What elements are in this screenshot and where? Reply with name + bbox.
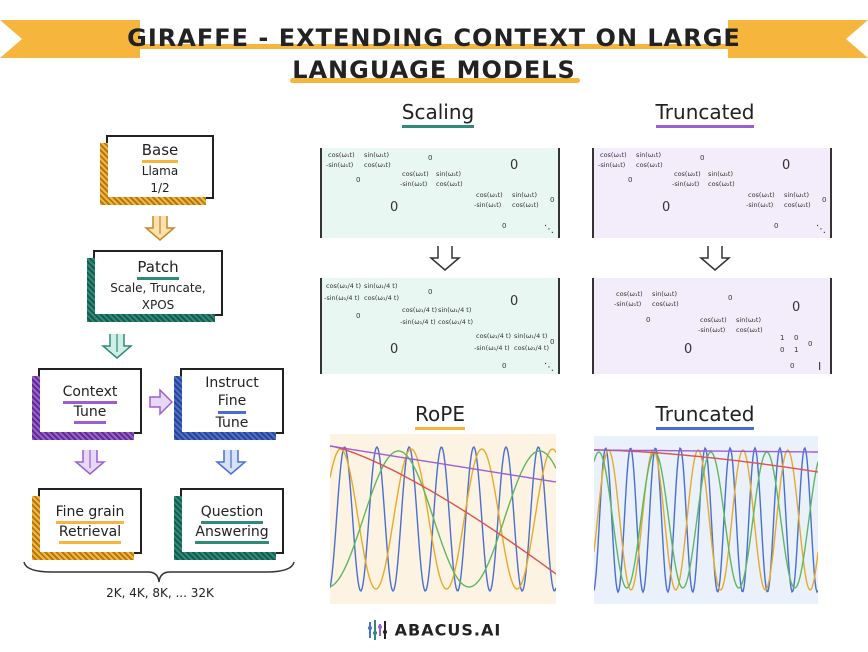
truncated-wave-panel — [593, 436, 819, 604]
instruct-line1: Instruct — [205, 375, 259, 391]
context-tune-line1: Context — [62, 384, 118, 404]
left-ribbon — [0, 20, 140, 58]
patch-sub1: Scale, Truncate, — [110, 281, 206, 295]
arrow-down-icon — [73, 450, 107, 475]
wave-curve-4 — [329, 445, 557, 575]
wave-curve-4 — [594, 449, 819, 473]
title-highlight-1 — [136, 44, 732, 49]
patch-box: Patch Scale, Truncate, XPOS — [87, 250, 223, 322]
base-title: Base — [141, 141, 179, 163]
page-title-line1: GIRAFFE - EXTENDING CONTEXT ON LARGE — [127, 24, 741, 52]
wave-curve-1 — [329, 445, 557, 593]
fine-grain-line2: Retrieval — [58, 524, 122, 544]
qa-line2: Answering — [195, 524, 269, 544]
right-ribbon — [728, 20, 868, 58]
context-tune-box: Context Tune — [32, 368, 142, 440]
truncated-bottom-title: Truncated — [640, 402, 770, 430]
context-tune-line2: Tune — [73, 404, 107, 424]
wave-curve-2 — [329, 448, 557, 590]
rope-title: RoPE — [390, 402, 490, 430]
curly-brace — [23, 561, 295, 583]
wave-curve-3 — [329, 450, 557, 588]
wave-curve-1 — [593, 446, 819, 594]
scaling-matrix-bottom: cos(ω₁/4 t) sin(ω₁/4 t) -sin(ω₁/4 t) cos… — [320, 278, 560, 374]
base-sub2: 1/2 — [150, 181, 170, 195]
arrow-down-icon — [428, 246, 462, 271]
context-lengths-label: 2K, 4K, 8K, ... 32K — [106, 586, 214, 600]
title-highlight-2 — [290, 78, 580, 83]
scaling-title: Scaling — [388, 100, 488, 128]
rope-wave-plot — [329, 445, 557, 593]
patch-title: Patch — [137, 258, 179, 280]
truncated-top-title: Truncated — [640, 100, 770, 128]
arrow-down-icon — [100, 334, 134, 359]
brand-footer: ABACUS.AI — [0, 618, 868, 642]
truncated-matrix-top: cos(ω₁t) sin(ω₁t) -sin(ω₁t) cos(ω₁t) 0 0… — [592, 148, 832, 238]
base-box: Base Llama 1/2 — [100, 135, 214, 205]
page-title-line2: LANGUAGE MODELS — [292, 56, 576, 84]
instruct-line2: Fine — [217, 392, 247, 414]
truncated-wave-plot — [593, 446, 819, 594]
scaling-matrix-top: cos(ω₁t) sin(ω₁t) -sin(ω₁t) cos(ω₁t) 0 0… — [320, 148, 560, 238]
qa-line1: Question — [200, 504, 264, 524]
arrow-down-icon — [214, 450, 248, 475]
rope-wave-panel — [329, 434, 557, 604]
arrow-down-icon — [143, 216, 177, 241]
wave-curve-3 — [593, 451, 819, 589]
abacus-logo-icon — [367, 620, 387, 640]
wave-curve-5 — [329, 445, 557, 483]
wave-curve-2 — [593, 449, 819, 591]
patch-sub2: XPOS — [141, 298, 175, 312]
fine-grain-box: Fine grain Retrieval — [32, 488, 142, 560]
base-sub1: Llama — [141, 164, 179, 178]
truncated-matrix-bottom: cos(ω₁t) sin(ω₁t) -sin(ω₁t) cos(ω₁t) 0 0… — [592, 278, 832, 374]
instruct-tune-box: Instruct Fine Tune — [174, 368, 284, 440]
fine-grain-line1: Fine grain — [55, 504, 125, 524]
arrow-right-icon — [149, 388, 174, 416]
brand-name: ABACUS.AI — [394, 620, 502, 640]
wave-curve-5 — [594, 449, 818, 453]
arrow-down-icon — [698, 246, 732, 271]
qa-box: Question Answering — [174, 488, 284, 560]
